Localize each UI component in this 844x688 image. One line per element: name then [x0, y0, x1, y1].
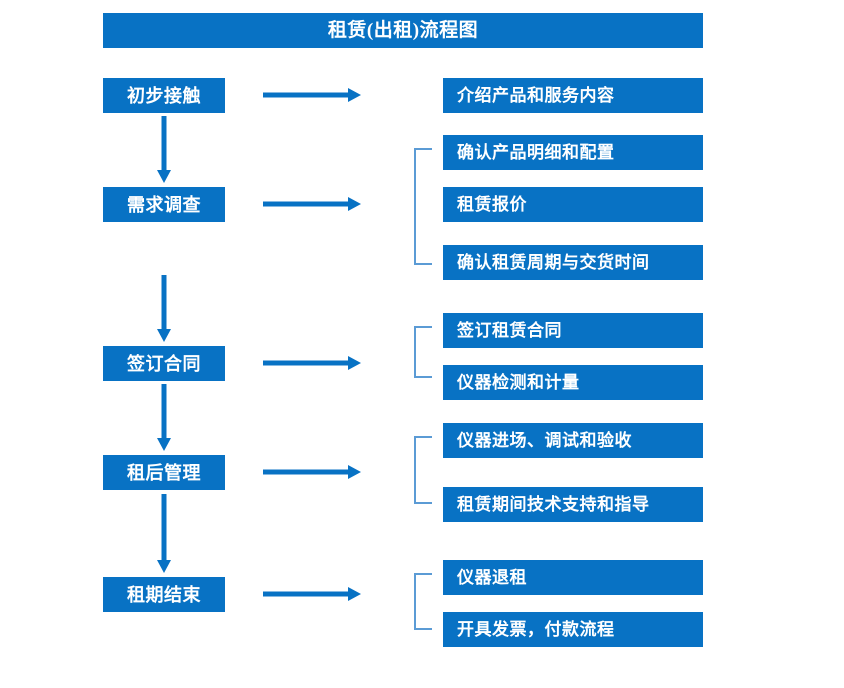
stage-box-chubu-jiechu[interactable]: 初步接触 — [103, 78, 225, 113]
detail-box-instrument-return[interactable]: 仪器退租 — [443, 560, 703, 595]
horizontal-arrow-icon-2 — [263, 197, 361, 211]
detail-box-intro-product-service[interactable]: 介绍产品和服务内容 — [443, 78, 703, 113]
stage-box-qianding-hetong[interactable]: 签订合同 — [103, 346, 225, 381]
stage-box-zuqi-jieshu[interactable]: 租期结束 — [103, 577, 225, 612]
detail-box-technical-support-guidance[interactable]: 租赁期间技术支持和指导 — [443, 487, 703, 522]
detail-box-confirm-period-delivery[interactable]: 确认租赁周期与交货时间 — [443, 245, 703, 280]
group-bracket-end-of-term — [414, 573, 432, 630]
detail-box-invoice-payment-process[interactable]: 开具发票，付款流程 — [443, 612, 703, 647]
group-bracket-post-rental — [414, 436, 432, 504]
horizontal-arrow-icon-3 — [263, 356, 361, 370]
group-bracket-contract — [414, 326, 432, 378]
horizontal-arrow-icon-4 — [263, 465, 361, 479]
detail-box-confirm-product-spec[interactable]: 确认产品明细和配置 — [443, 135, 703, 170]
detail-box-rental-quote[interactable]: 租赁报价 — [443, 187, 703, 222]
horizontal-arrow-icon-1 — [263, 88, 361, 102]
detail-box-instrument-arrival-commission-acceptance[interactable]: 仪器进场、调试和验收 — [443, 423, 703, 458]
vertical-arrow-icon-2 — [157, 275, 171, 342]
group-bracket-requirements — [414, 148, 432, 265]
page-title: 租赁(出租)流程图 — [103, 13, 703, 48]
detail-box-sign-rental-contract[interactable]: 签订租赁合同 — [443, 313, 703, 348]
horizontal-arrow-icon-5 — [263, 587, 361, 601]
vertical-arrow-icon-3 — [157, 384, 171, 451]
vertical-arrow-icon-4 — [157, 494, 171, 573]
stage-box-xuqiu-diaocha[interactable]: 需求调查 — [103, 187, 225, 222]
stage-box-zuhou-guanli[interactable]: 租后管理 — [103, 455, 225, 490]
vertical-arrow-icon-1 — [157, 116, 171, 183]
detail-box-instrument-test-metrology[interactable]: 仪器检测和计量 — [443, 365, 703, 400]
